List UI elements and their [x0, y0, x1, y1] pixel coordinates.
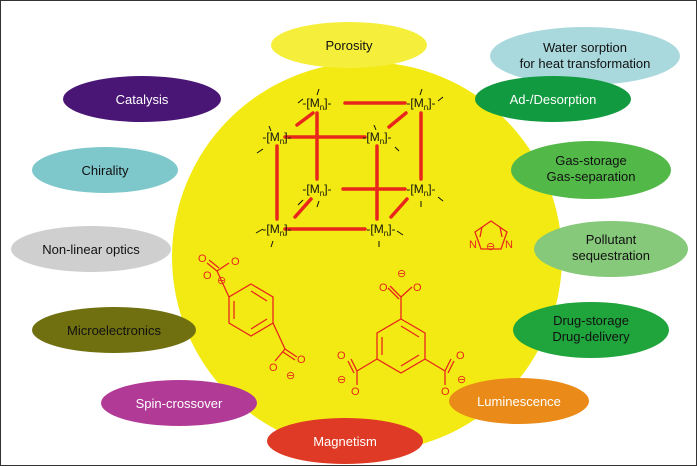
application-catalysis: Catalysis: [63, 76, 221, 122]
application-label-line2: Drug-delivery: [552, 329, 630, 344]
cube-node: -[Mn]-: [406, 96, 435, 112]
svg-text:-[Mn]-: -[Mn]-: [366, 222, 395, 238]
application-chirality: Chirality: [32, 147, 178, 193]
application-spin-crossover: Spin-crossover: [101, 380, 257, 426]
application-label: Microelectronics: [67, 323, 161, 338]
application-non-linear-optics: Non-linear optics: [11, 226, 171, 272]
application-label-line2: sequestration: [572, 248, 650, 263]
svg-text:O: O: [297, 354, 306, 366]
application-label: Drug-storage: [553, 313, 629, 328]
svg-text:⊖: ⊖: [457, 374, 466, 386]
imidazolate-molecule: N N ⊖: [469, 220, 513, 253]
application-ad-desorption: Ad-/Desorption: [475, 76, 631, 122]
application-label: Gas-storage: [555, 153, 627, 168]
svg-text:⊖: ⊖: [217, 275, 226, 287]
application-label: Water sorption: [543, 40, 627, 55]
svg-text:-[Mn]-: -[Mn]-: [262, 222, 291, 238]
svg-text:⊖: ⊖: [486, 241, 495, 253]
svg-text:O: O: [337, 350, 346, 362]
central-sphere: [172, 62, 562, 452]
svg-text:-[Mn]-: -[Mn]-: [262, 130, 291, 146]
application-label: Spin-crossover: [136, 396, 223, 411]
cube-node: -[Mn]-: [362, 130, 391, 146]
svg-text:O: O: [351, 386, 360, 398]
application-luminescence: Luminescence: [449, 378, 589, 424]
svg-text:O: O: [379, 282, 388, 294]
ligand-ticks: [255, 88, 444, 248]
svg-text:⊖: ⊖: [397, 268, 406, 280]
cube-node: -[Mn]-: [366, 222, 395, 238]
svg-text:O: O: [269, 362, 278, 374]
svg-text:-[Mn]-: -[Mn]-: [406, 96, 435, 112]
application-porosity: Porosity: [271, 22, 427, 68]
cube-node: -[Mn]-: [406, 182, 435, 198]
application-label-line2: Gas-separation: [547, 169, 636, 184]
svg-text:N: N: [505, 239, 513, 251]
application-label: Ad-/Desorption: [510, 92, 597, 107]
application-gas-storage: Gas-storage Gas-separation: [511, 141, 671, 199]
application-label: Porosity: [326, 38, 373, 53]
svg-text:O: O: [456, 350, 465, 362]
svg-text:O: O: [441, 386, 450, 398]
trimesate-molecule: O O ⊖ O O ⊖ O O ⊖: [337, 268, 466, 398]
svg-text:O: O: [198, 253, 207, 265]
svg-text:⊖: ⊖: [337, 374, 346, 386]
svg-text:-[Mn]-: -[Mn]-: [406, 182, 435, 198]
application-label: Chirality: [82, 163, 129, 178]
application-label: Non-linear optics: [42, 242, 140, 257]
svg-text:O: O: [413, 282, 422, 294]
svg-text:-[Mn]-: -[Mn]-: [362, 130, 391, 146]
svg-text:O: O: [203, 270, 212, 282]
application-label: Magnetism: [313, 434, 377, 449]
application-microelectronics: Microelectronics: [32, 307, 196, 353]
svg-text:N: N: [469, 239, 477, 251]
application-label-line2: for heat transformation: [520, 56, 651, 71]
cube-node: -[Mn]-: [262, 130, 291, 146]
mof-cube-framework: -[Mn]- -[Mn]- -[Mn]- -[Mn]- -[Mn]- -[Mn]…: [255, 88, 444, 248]
application-water-sorption: Water sorption for heat transformation: [490, 27, 680, 85]
cube-node: -[Mn]-: [302, 96, 331, 112]
cube-node: -[Mn]-: [302, 182, 331, 198]
application-magnetism: Magnetism: [267, 418, 423, 464]
application-pollutant-sequestration: Pollutant sequestration: [534, 221, 688, 277]
terephthalate-molecule: O O O ⊖ O O ⊖: [198, 253, 306, 382]
cube-bonds: [275, 101, 423, 231]
svg-text:O: O: [231, 256, 240, 268]
application-label: Catalysis: [116, 92, 169, 107]
svg-text:-[Mn]-: -[Mn]-: [302, 182, 331, 198]
cube-node: -[Mn]-: [262, 222, 291, 238]
application-label: Luminescence: [477, 394, 561, 409]
application-label: Pollutant: [586, 232, 637, 247]
application-drug-storage: Drug-storage Drug-delivery: [513, 302, 669, 358]
svg-text:-[Mn]-: -[Mn]-: [302, 96, 331, 112]
svg-text:⊖: ⊖: [286, 370, 295, 382]
